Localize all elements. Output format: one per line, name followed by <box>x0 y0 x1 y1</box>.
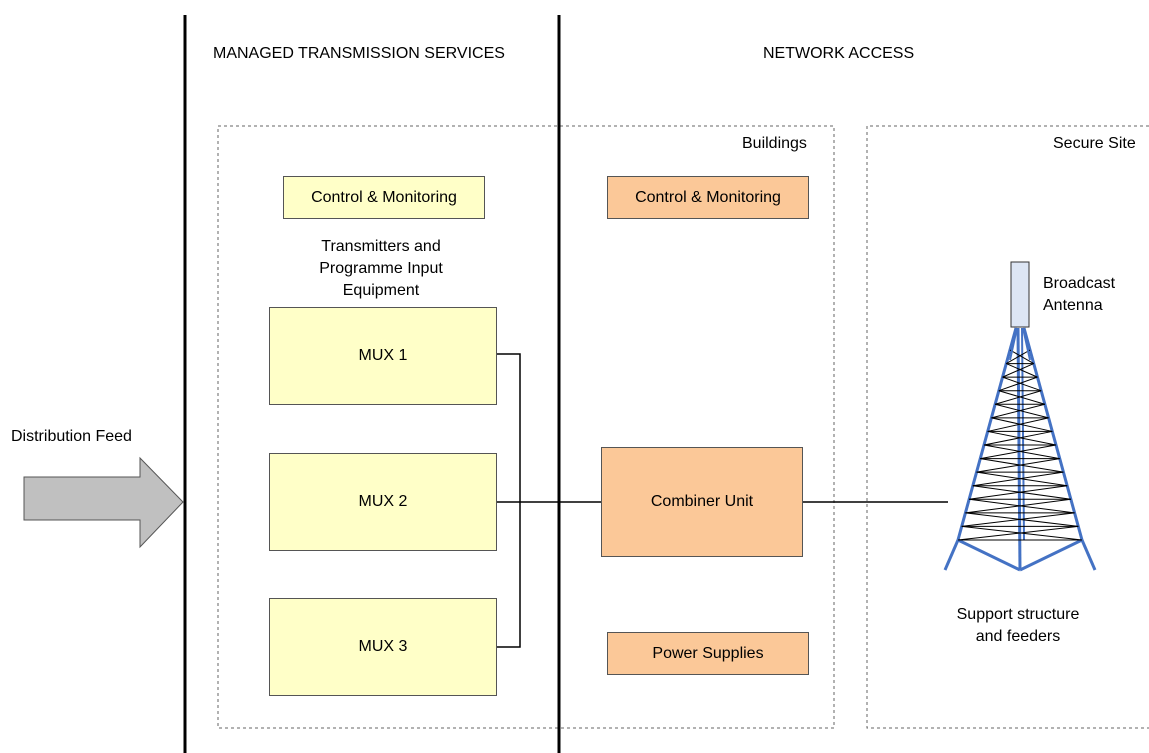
secure-site-region-border <box>866 125 1149 729</box>
tower-lattice <box>976 471 1068 487</box>
antenna-icon <box>1010 261 1030 328</box>
mux3-label: MUX 3 <box>358 638 408 655</box>
tower-lattice <box>961 512 1075 527</box>
tower-lattice <box>1006 349 1031 365</box>
tower-lattice <box>994 390 1042 405</box>
tower-lattice <box>991 417 1053 432</box>
tower-lattice <box>983 430 1053 446</box>
combiner-unit-box: Combiner Unit <box>601 447 803 557</box>
mux2-label: MUX 2 <box>358 493 408 510</box>
tower-foot <box>1080 539 1097 571</box>
tower-lattice <box>1009 349 1034 365</box>
tower-foot <box>957 538 1021 572</box>
secure-site-label: Secure Site <box>1053 135 1136 152</box>
tower-foot <box>943 539 960 571</box>
tower-lattice <box>987 430 1057 446</box>
tower-leg <box>1022 327 1084 541</box>
tower-lattice <box>991 403 1045 419</box>
tower-icon <box>943 327 1097 572</box>
transmitters-label-line1: Transmitters and <box>321 238 441 255</box>
support-structure-line1: Support structure <box>956 606 1080 623</box>
power-supplies-box: Power Supplies <box>607 632 809 675</box>
mux1-label: MUX 1 <box>358 347 408 364</box>
support-structure-label: Support structure and feeders <box>934 604 1102 648</box>
tower-lattice <box>965 498 1071 514</box>
broadcast-antenna-line2: Antenna <box>1043 297 1103 314</box>
tower-strut <box>1022 327 1031 361</box>
tower-leg <box>1016 327 1022 571</box>
tower-lattice <box>1002 376 1042 392</box>
tower-lattice <box>972 485 1071 500</box>
tower-leg <box>1021 327 1025 541</box>
tower-lattice <box>976 458 1060 473</box>
mux3-box: MUX 3 <box>269 598 497 696</box>
distribution-feed-label: Distribution Feed <box>11 428 132 445</box>
transmitters-label-line2: Programme Input <box>319 260 443 277</box>
tower-lattice <box>969 485 1068 500</box>
tower-lattice <box>998 376 1038 392</box>
buildings-region-border <box>217 125 835 729</box>
mux-bus-connector <box>497 353 521 648</box>
tower-lattice <box>983 444 1060 460</box>
broadcast-antenna-label: Broadcast Antenna <box>1043 273 1115 317</box>
transmitters-label-line3: Equipment <box>342 282 420 299</box>
network-access-header: NETWORK ACCESS <box>763 45 915 62</box>
tower-lattice <box>1002 363 1034 378</box>
tower-lattice <box>1006 363 1038 378</box>
tower-lattice <box>957 525 1079 541</box>
distribution-feed-arrow <box>23 456 184 549</box>
tower-lattice <box>995 403 1049 419</box>
transmitters-label: Transmitters and Programme Input Equipme… <box>291 236 471 302</box>
tower-lattice <box>980 458 1064 473</box>
managed-transmission-header: MANAGED TRANSMISSION SERVICES <box>213 45 505 62</box>
tower-foot <box>1019 538 1083 572</box>
mts-control-monitoring-label: Control & Monitoring <box>311 188 457 206</box>
tower-lattice <box>987 417 1049 432</box>
mux1-box: MUX 1 <box>269 307 497 405</box>
broadcast-antenna-line1: Broadcast <box>1043 275 1116 292</box>
tower-leg <box>956 327 1018 541</box>
na-control-monitoring-label: Control & Monitoring <box>635 188 781 206</box>
power-supplies-label: Power Supplies <box>652 644 764 662</box>
tower-lattice <box>980 444 1057 460</box>
buildings-label: Buildings <box>742 135 807 152</box>
combiner-unit-label: Combiner Unit <box>650 493 754 510</box>
na-control-monitoring-box: Control & Monitoring <box>607 176 809 219</box>
tower-lattice <box>972 471 1064 487</box>
tower-strut <box>1009 327 1018 361</box>
mts-control-monitoring-box: Control & Monitoring <box>283 176 485 219</box>
tower-lattice <box>998 390 1046 405</box>
mux2-box: MUX 2 <box>269 453 497 551</box>
support-structure-line2: and feeders <box>975 628 1061 645</box>
